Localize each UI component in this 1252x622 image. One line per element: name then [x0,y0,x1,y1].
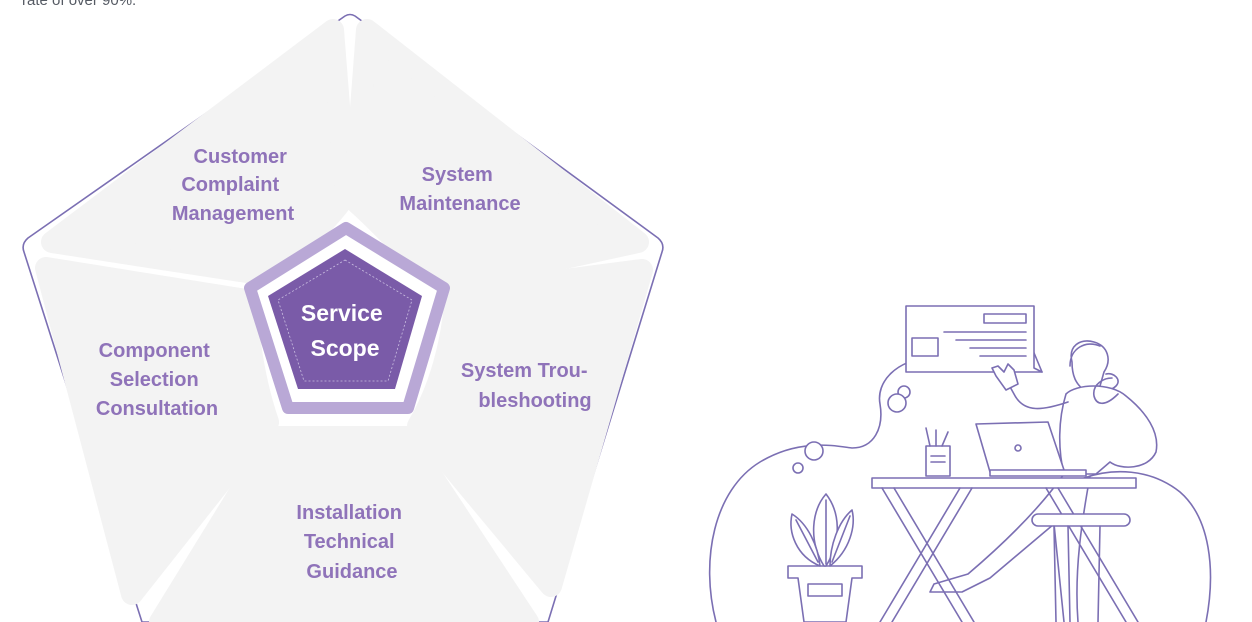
center-label: Service Scope [301,300,389,361]
label-component-selection: Component Selection Consultation [96,340,218,420]
label-component-selection-line-1: Component [99,340,210,362]
person-head [1070,340,1109,391]
segment-installation-guidance [149,426,539,622]
label-system-maintenance-line-2: Maintenance [399,193,520,215]
connector-circle [804,441,824,461]
laptop-logo [1014,444,1022,452]
desk-leg [1045,487,1127,622]
label-system-maintenance: System Maintenance [399,164,520,215]
bubble-text-box [983,313,1027,324]
person-hair [1069,343,1101,367]
stool-leg [1053,525,1057,622]
label-customer-complaint-line-3: Management [172,203,295,225]
label-installation-guidance-line-2: Technical [304,531,395,553]
segment-system-troubleshooting [407,259,653,597]
connector-circle [887,393,907,413]
center-label-line-2: Scope [310,335,379,361]
label-customer-complaint-line-2: Complaint [181,174,279,196]
person-phone-arm [1093,377,1119,405]
segment-component-selection [35,257,279,605]
desk-leg [1057,487,1139,622]
label-component-selection-line-2: Selection [110,369,199,391]
pencils [925,427,949,447]
pen-holder [925,445,951,477]
person-arm-raised [1003,375,1069,410]
label-component-selection-line-3: Consultation [96,398,218,420]
label-installation-guidance-line-3: Guidance [306,561,397,583]
label-system-maintenance-line-1: System [422,164,493,186]
label-customer-complaint-line-1: Customer [194,146,288,168]
intro-text-fragment: rate of over 90%. [22,0,137,9]
person-hand-waving [991,363,1019,391]
desk-leg [891,487,973,622]
label-installation-guidance: Installation Technical Guidance [296,502,407,583]
desk-top [871,477,1137,489]
label-customer-complaint: Customer Complaint Management [172,146,295,225]
bubble-image-box [911,337,939,357]
stool-leg [1067,525,1071,622]
laptop-base [989,469,1087,477]
label-installation-guidance-line-1: Installation [296,502,402,524]
stool-seat [1031,513,1131,527]
label-system-troubleshooting-line-1: System Trou- [461,360,588,382]
desk-leg [879,487,961,622]
person-leg-back [1076,475,1091,622]
label-system-troubleshooting-line-2: bleshooting [478,390,591,412]
center-label-line-1: Service [301,300,383,326]
plant-leaf-vein [795,499,851,565]
plant-pot-label [807,583,843,597]
connector-circle [792,462,804,474]
person-torso [1058,385,1158,475]
center-inner-dashed-outline [277,259,413,382]
desk-leg [893,487,975,622]
stool-leg [1097,525,1101,622]
center-pentagon [268,249,422,389]
desk-leg [881,487,963,622]
person-legs [929,473,1065,622]
label-system-troubleshooting: System Trou- bleshooting [461,360,593,412]
